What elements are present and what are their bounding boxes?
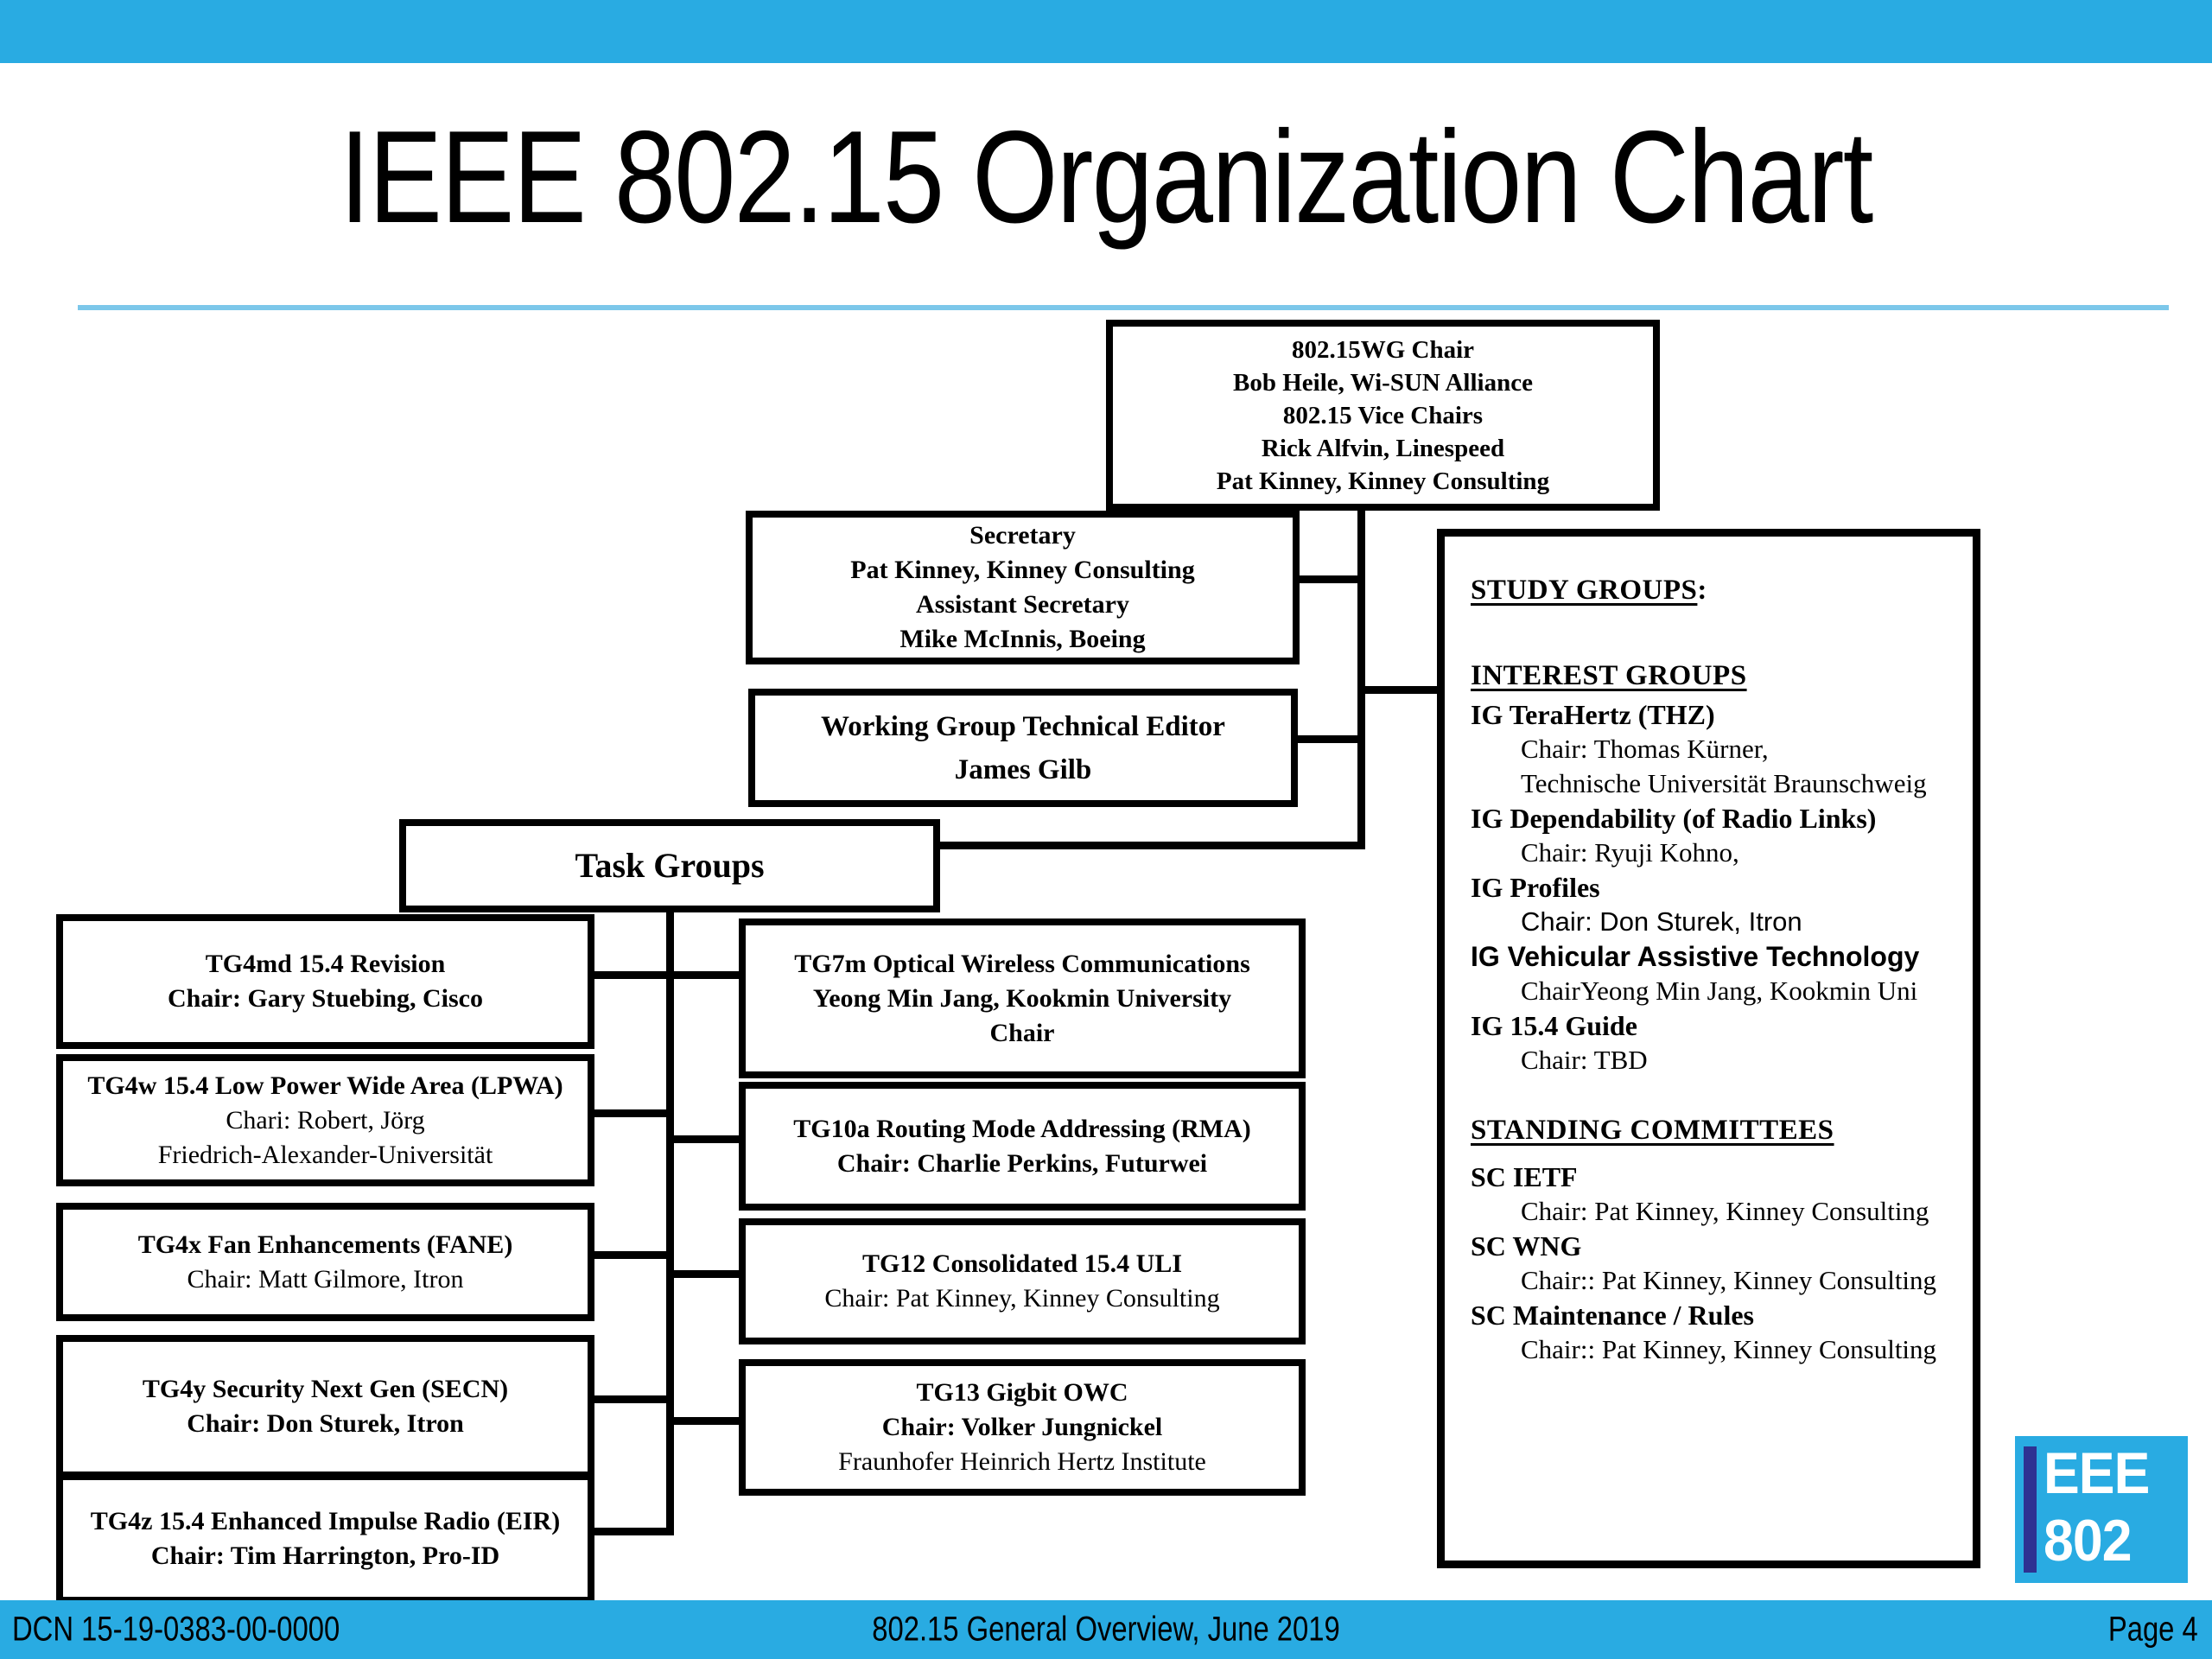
- ig-entry-detail: Technische Universität Braunschweig: [1521, 768, 1927, 798]
- tg13-chair: Chair: Volker Jungnickel: [881, 1413, 1163, 1441]
- tg4w-chair: Chari: Robert, Jörg: [226, 1105, 425, 1135]
- standing-committees-heading: STANDING COMMITTEES: [1471, 1113, 1961, 1147]
- task-groups-label: Task Groups: [575, 846, 765, 885]
- footer-bar: DCN 15-19-0383-00-0000 802.15 General Ov…: [0, 1600, 2212, 1659]
- title-divider-line: [78, 305, 2169, 310]
- technical-editor-box: Working Group Technical Editor James Gil…: [748, 689, 1298, 807]
- footer-overview-label: 802.15 General Overview, June 2019: [872, 1610, 1340, 1649]
- tg4w-org: Friedrich-Alexander-Universität: [157, 1140, 493, 1169]
- sc-entry-name: SC Maintenance / Rules: [1471, 1300, 1754, 1331]
- tg4z-chair: Chair: Tim Harrington, Pro-ID: [150, 1541, 500, 1570]
- connector-tg4z: [581, 1528, 671, 1535]
- top-accent-bar: [0, 0, 2212, 63]
- secretary-box: Secretary Pat Kinney, Kinney Consulting …: [746, 511, 1300, 664]
- tg4md-title: TG4md 15.4 Revision: [205, 950, 446, 978]
- sc-entry-detail: Chair: Pat Kinney, Kinney Consulting: [1521, 1196, 1929, 1226]
- study-groups-heading: STUDY GROUPS:: [1471, 573, 1961, 607]
- secretary-line: Mike McInnis, Boeing: [899, 625, 1146, 653]
- footer-page-number: Page 4: [2108, 1610, 2198, 1649]
- connector-tg4w: [581, 1109, 671, 1117]
- study-groups-heading-colon: :: [1697, 575, 1707, 606]
- study-groups-heading-text: STUDY GROUPS: [1471, 575, 1698, 606]
- tg4z-box: TG4z 15.4 Enhanced Impulse Radio (EIR) C…: [56, 1473, 594, 1604]
- tg12-box: TG12 Consolidated 15.4 ULI Chair: Pat Ki…: [739, 1218, 1306, 1344]
- standing-committees-heading-text: STANDING COMMITTEES: [1471, 1115, 1834, 1146]
- tg4z-title: TG4z 15.4 Enhanced Impulse Radio (EIR): [90, 1506, 561, 1535]
- tg4md-box: TG4md 15.4 Revision Chair: Gary Stuebing…: [56, 914, 594, 1049]
- ig-entry-detail: Chair: TBD: [1521, 1045, 1648, 1075]
- ieee-logo-text-bottom: 802: [2044, 1508, 2133, 1573]
- sc-entry-detail: Chair:: Pat Kinney, Kinney Consulting: [1521, 1265, 1937, 1295]
- interest-groups-heading-text: INTEREST GROUPS: [1471, 660, 1747, 691]
- connector-wg-trunk: [1357, 497, 1365, 849]
- tg4w-title: TG4w 15.4 Low Power Wide Area (LPWA): [87, 1071, 563, 1100]
- connector-study-panel: [1361, 686, 1440, 694]
- ieee-802-logo: EEE 802: [2015, 1436, 2188, 1583]
- tg4y-chair: Chair: Don Sturek, Itron: [187, 1409, 464, 1438]
- tg4x-box: TG4x Fan Enhancements (FANE) Chair: Matt…: [56, 1203, 594, 1321]
- tg10a-box: TG10a Routing Mode Addressing (RMA) Chai…: [739, 1082, 1306, 1211]
- tg13-org: Fraunhofer Heinrich Hertz Institute: [838, 1447, 1206, 1476]
- wg-chair-line: Rick Alfvin, Linespeed: [1261, 434, 1505, 462]
- tg12-chair: Chair: Pat Kinney, Kinney Consulting: [824, 1284, 1220, 1313]
- connector-tg13: [669, 1417, 742, 1425]
- connector-tg4x: [581, 1251, 671, 1259]
- tg10a-chair: Chair: Charlie Perkins, Futurwei: [836, 1148, 1208, 1178]
- ig-entry-name: IG TeraHertz (THZ): [1471, 699, 1715, 730]
- task-groups-box: Task Groups: [399, 819, 940, 912]
- tg12-title: TG12 Consolidated 15.4 ULI: [861, 1249, 1183, 1278]
- connector-task-groups: [926, 842, 1365, 849]
- study-groups-panel: STUDY GROUPS: INTEREST GROUPS IG TeraHer…: [1437, 529, 1980, 1568]
- sc-entry-detail: Chair:: Pat Kinney, Kinney Consulting: [1521, 1334, 1937, 1364]
- ig-entry-detail: Chair: Don Sturek, Itron: [1521, 906, 1802, 937]
- tg10a-title: TG10a Routing Mode Addressing (RMA): [793, 1114, 1251, 1143]
- ig-entry-detail: Chair: Ryuji Kohno,: [1521, 837, 1739, 868]
- connector-tg4y: [581, 1395, 671, 1403]
- ieee-logo-text-top: EEE: [2044, 1440, 2150, 1506]
- connector-tech-editor: [1284, 735, 1365, 743]
- ig-entry-name: IG Profiles: [1471, 872, 1600, 903]
- connector-task-trunk: [666, 899, 674, 1535]
- wg-chair-line: 802.15 Vice Chairs: [1282, 401, 1484, 429]
- technical-editor-line: Working Group Technical Editor: [821, 710, 1225, 742]
- tg7m-chair-label: Chair: [989, 1018, 1055, 1047]
- connector-tg4md-tg7m: [581, 971, 739, 979]
- title-row: IEEE 802.15 Organization Chart: [0, 102, 2212, 253]
- ig-entry-name: IG 15.4 Guide: [1471, 1010, 1637, 1041]
- wg-chair-line: 802.15WG Chair: [1291, 335, 1475, 364]
- secretary-line: Pat Kinney, Kinney Consulting: [850, 556, 1195, 584]
- tg4x-title: TG4x Fan Enhancements (FANE): [137, 1230, 513, 1259]
- tg7m-chair: Yeong Min Jang, Kookmin University: [812, 983, 1232, 1013]
- secretary-line: Secretary: [969, 521, 1076, 550]
- tg4y-box: TG4y Security Next Gen (SECN) Chair: Don…: [56, 1335, 594, 1478]
- tg13-title: TG13 Gigbit OWC: [916, 1378, 1128, 1407]
- secretary-line: Assistant Secretary: [916, 590, 1129, 619]
- sc-entry-name: SC WNG: [1471, 1230, 1582, 1262]
- tg4w-box: TG4w 15.4 Low Power Wide Area (LPWA) Cha…: [56, 1054, 594, 1186]
- tg4x-chair: Chair: Matt Gilmore, Itron: [187, 1264, 464, 1294]
- connector-secretary: [1286, 575, 1365, 583]
- wg-chair-box: 802.15WG Chair Bob Heile, Wi-SUN Allianc…: [1106, 320, 1660, 511]
- wg-chair-line: Bob Heile, Wi-SUN Alliance: [1233, 368, 1533, 397]
- ig-entry-name: IG Dependability (of Radio Links): [1471, 803, 1877, 834]
- wg-chair-line: Pat Kinney, Kinney Consulting: [1216, 467, 1550, 495]
- ig-entry-detail: Chair: Thomas Kürner,: [1521, 734, 1769, 764]
- ieee-logo-i-bar: [2024, 1446, 2037, 1573]
- tg7m-box: TG7m Optical Wireless Communications Yeo…: [739, 918, 1306, 1078]
- tg13-box: TG13 Gigbit OWC Chair: Volker Jungnickel…: [739, 1359, 1306, 1496]
- connector-tg10a: [669, 1135, 742, 1143]
- connector-tg12: [669, 1270, 742, 1278]
- technical-editor-line: James Gilb: [954, 753, 1092, 785]
- tg4y-title: TG4y Security Next Gen (SECN): [142, 1375, 509, 1403]
- ig-entry-name: IG Vehicular Assistive Technology: [1471, 941, 1920, 972]
- tg4md-chair: Chair: Gary Stuebing, Cisco: [167, 984, 483, 1013]
- page-title: IEEE 802.15 Organization Chart: [340, 104, 1873, 251]
- tg7m-title: TG7m Optical Wireless Communications: [794, 949, 1250, 978]
- footer-dcn: DCN 15-19-0383-00-0000: [12, 1610, 340, 1649]
- ig-entry-detail: ChairYeong Min Jang, Kookmin Uni: [1521, 976, 1918, 1006]
- sc-entry-name: SC IETF: [1471, 1161, 1578, 1192]
- interest-groups-heading: INTEREST GROUPS: [1471, 658, 1961, 693]
